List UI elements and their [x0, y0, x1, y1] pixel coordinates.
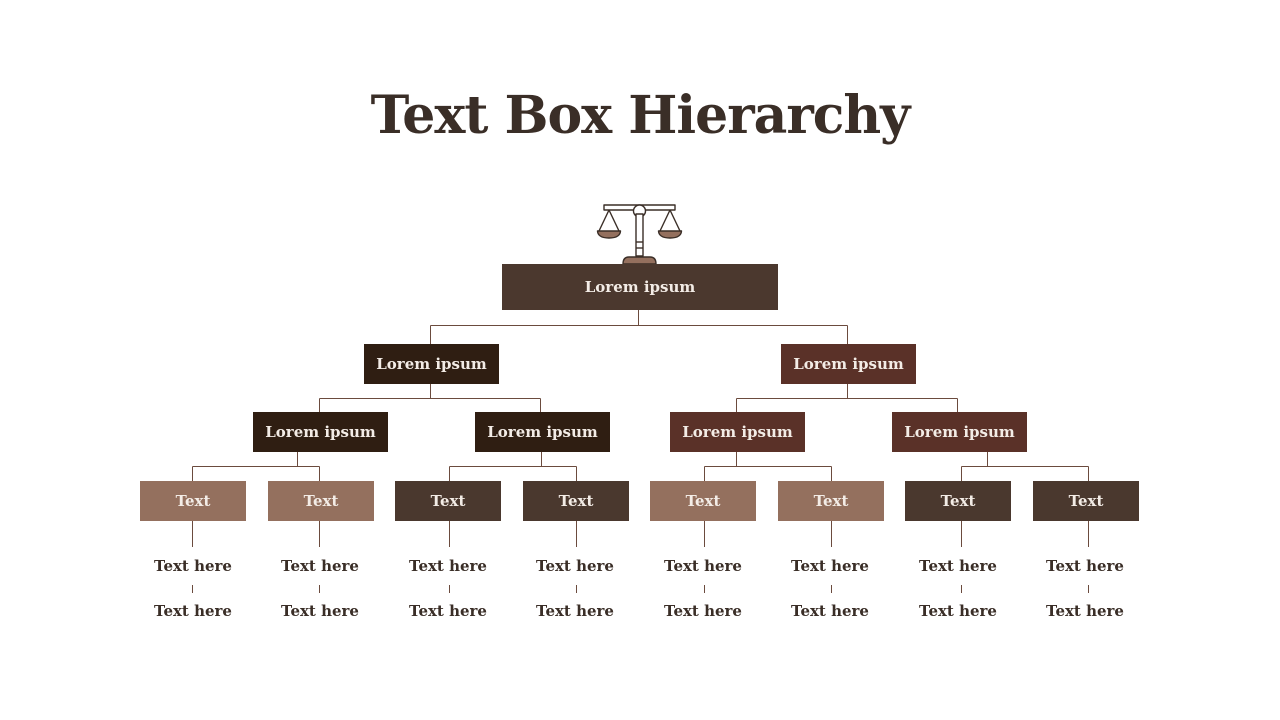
- level2-box-3[interactable]: Lorem ipsum: [670, 412, 805, 452]
- leaf-text-2b: Text here: [281, 602, 359, 620]
- root-box[interactable]: Lorem ipsum: [502, 264, 778, 310]
- level1-box-left[interactable]: Lorem ipsum: [364, 344, 499, 384]
- level3-label: Text: [940, 492, 976, 510]
- level3-label: Text: [685, 492, 721, 510]
- leaf-text-4b: Text here: [536, 602, 614, 620]
- scale-icon: [596, 204, 683, 265]
- level3-label: Text: [430, 492, 466, 510]
- leaf-text-2a: Text here: [281, 557, 359, 575]
- level3-box-8[interactable]: Text: [1033, 481, 1139, 521]
- leaf-text-5a: Text here: [664, 557, 742, 575]
- leaf-text-7a: Text here: [919, 557, 997, 575]
- leaf-text-8a: Text here: [1046, 557, 1124, 575]
- level2-box-1[interactable]: Lorem ipsum: [253, 412, 388, 452]
- level3-label: Text: [1068, 492, 1104, 510]
- page-title: Text Box Hierarchy: [370, 85, 911, 146]
- level2-box-4[interactable]: Lorem ipsum: [892, 412, 1027, 452]
- level3-box-7[interactable]: Text: [905, 481, 1011, 521]
- level1-box-right[interactable]: Lorem ipsum: [781, 344, 916, 384]
- leaf-text-6b: Text here: [791, 602, 869, 620]
- level3-box-5[interactable]: Text: [650, 481, 756, 521]
- level2-label: Lorem ipsum: [682, 423, 793, 441]
- leaf-text-8b: Text here: [1046, 602, 1124, 620]
- level2-label: Lorem ipsum: [265, 423, 376, 441]
- level3-label: Text: [558, 492, 594, 510]
- level2-box-2[interactable]: Lorem ipsum: [475, 412, 610, 452]
- leaf-text-4a: Text here: [536, 557, 614, 575]
- level3-label: Text: [813, 492, 849, 510]
- leaf-text-1a: Text here: [154, 557, 232, 575]
- level2-label: Lorem ipsum: [487, 423, 598, 441]
- level3-box-4[interactable]: Text: [523, 481, 629, 521]
- level3-label: Text: [303, 492, 339, 510]
- level3-box-3[interactable]: Text: [395, 481, 501, 521]
- leaf-text-6a: Text here: [791, 557, 869, 575]
- leaf-text-5b: Text here: [664, 602, 742, 620]
- level2-label: Lorem ipsum: [904, 423, 1015, 441]
- level3-box-6[interactable]: Text: [778, 481, 884, 521]
- level1-label: Lorem ipsum: [376, 355, 487, 373]
- level3-box-2[interactable]: Text: [268, 481, 374, 521]
- leaf-text-3a: Text here: [409, 557, 487, 575]
- leaf-text-7b: Text here: [919, 602, 997, 620]
- level3-box-1[interactable]: Text: [140, 481, 246, 521]
- root-label: Lorem ipsum: [584, 278, 696, 296]
- level1-label: Lorem ipsum: [793, 355, 904, 373]
- leaf-text-3b: Text here: [409, 602, 487, 620]
- level3-label: Text: [175, 492, 211, 510]
- leaf-text-1b: Text here: [154, 602, 232, 620]
